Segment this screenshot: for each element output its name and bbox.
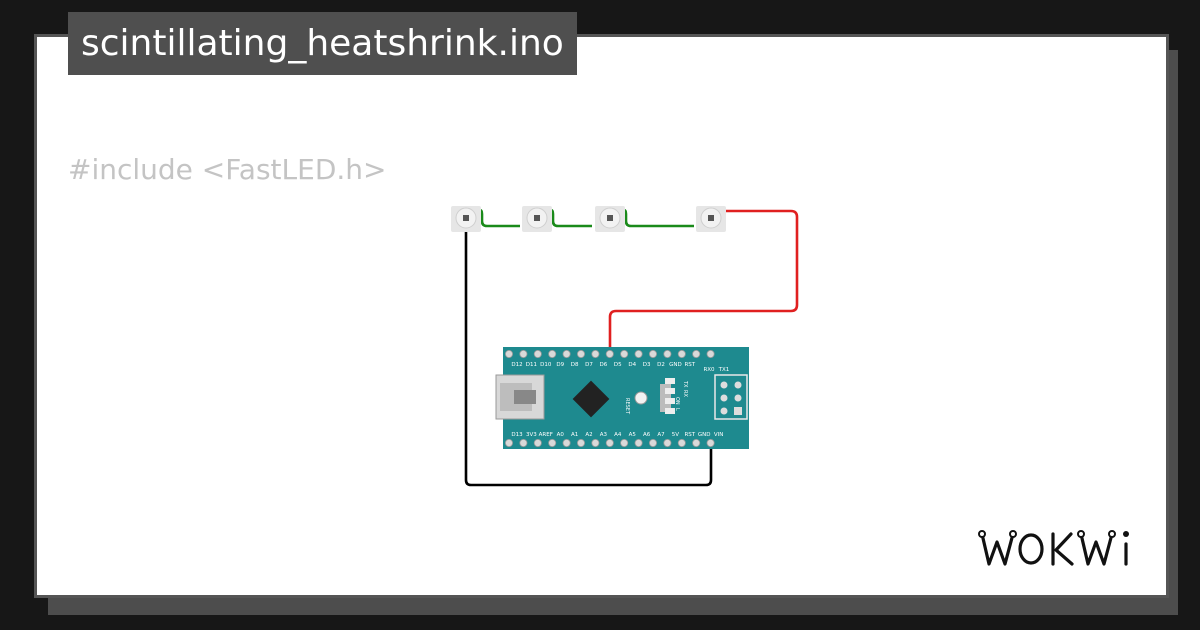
bottom-pins-pin[interactable]	[649, 438, 658, 447]
top-pins-pin[interactable]	[519, 349, 528, 358]
rx-label: RX	[682, 390, 688, 397]
top-pins-pin[interactable]	[634, 349, 643, 358]
pin-label: GND	[698, 432, 711, 438]
pin-label: A0	[557, 432, 565, 438]
pin-label: A1	[571, 432, 578, 438]
led-2[interactable]	[522, 206, 552, 232]
pin-label: D13	[511, 432, 523, 438]
top-pins-pin[interactable]	[620, 349, 629, 358]
top-pins-pin[interactable]	[548, 349, 557, 358]
bottom-pins-pin[interactable]	[504, 438, 513, 447]
pin-label: A5	[629, 432, 637, 438]
pin-label: RST	[684, 432, 695, 438]
bottom-pins-pin[interactable]	[577, 438, 586, 447]
top-pins-pin[interactable]	[577, 349, 586, 358]
pin-label: A2	[585, 432, 592, 438]
pin-label: A6	[643, 432, 651, 438]
top-pins-pin[interactable]	[562, 349, 571, 358]
code-preview: #include <FastLED.h>	[68, 153, 387, 186]
led-3[interactable]	[595, 206, 625, 232]
bottom-pins-pin[interactable]	[663, 438, 672, 447]
pin-label: D8	[571, 362, 579, 368]
top-pins-pin[interactable]	[591, 349, 600, 358]
bottom-pins-pin[interactable]	[533, 438, 542, 447]
bottom-pins-pin[interactable]	[519, 438, 528, 447]
pin-label: D6	[600, 362, 608, 368]
top-pins-pin[interactable]	[649, 349, 658, 358]
bottom-pin-header	[504, 438, 715, 447]
pin-label: D9	[556, 362, 564, 368]
pin-label: A7	[657, 432, 665, 438]
bottom-pins-pin[interactable]	[677, 438, 686, 447]
top-pins-pin[interactable]	[706, 349, 715, 358]
pin-label: RST	[684, 362, 695, 368]
top-pin-header	[504, 349, 715, 358]
pin-label: TX1	[718, 367, 730, 373]
pin-label: D5	[614, 362, 622, 368]
tx-label: TX	[682, 380, 688, 388]
preview-card	[34, 34, 1169, 598]
on-label: ON	[674, 397, 680, 405]
top-pins-pin[interactable]	[605, 349, 614, 358]
bottom-pins-pin[interactable]	[634, 438, 643, 447]
pin-label: A3	[600, 432, 608, 438]
bottom-pins-pin[interactable]	[620, 438, 629, 447]
wokwi-logo	[978, 530, 1129, 566]
chain-wire-2	[550, 208, 592, 228]
top-pins-pin[interactable]	[677, 349, 686, 358]
pin-label: D7	[585, 362, 593, 368]
bottom-pins-pin[interactable]	[605, 438, 614, 447]
pin-label: 5V	[672, 432, 679, 438]
project-title: scintillating_heatshrink.ino	[68, 12, 577, 75]
bottom-pins-pin[interactable]	[692, 438, 701, 447]
pin-label: VIN	[714, 432, 724, 438]
pin-label: 3V3	[526, 432, 537, 438]
bottom-pins-pin[interactable]	[562, 438, 571, 447]
chain-wire-1	[479, 208, 520, 228]
bottom-pins-pin[interactable]	[548, 438, 557, 447]
chain-wire-3	[623, 208, 694, 228]
pin-label: D10	[540, 362, 552, 368]
pin-label: GND	[669, 362, 682, 368]
data-wire	[608, 209, 799, 355]
pin-label: AREF	[539, 432, 553, 438]
top-pins-pin[interactable]	[504, 349, 513, 358]
led-4[interactable]	[696, 206, 726, 232]
top-pins-pin[interactable]	[692, 349, 701, 358]
top-pins-pin[interactable]	[533, 349, 542, 358]
pin-label: RX0	[703, 367, 715, 373]
bottom-pins-pin[interactable]	[591, 438, 600, 447]
pin-label: D12	[511, 362, 522, 368]
pin-label: D2	[657, 362, 665, 368]
bottom-pins-pin[interactable]	[706, 438, 715, 447]
reset-label: RESET	[624, 398, 630, 415]
led-1[interactable]	[451, 206, 481, 232]
pin-label: D3	[643, 362, 651, 368]
pin-label: D11	[526, 362, 537, 368]
pin-label: D4	[628, 362, 636, 368]
top-pins-pin[interactable]	[663, 349, 672, 358]
l-label: L	[674, 408, 680, 411]
pin-label: A4	[614, 432, 622, 438]
